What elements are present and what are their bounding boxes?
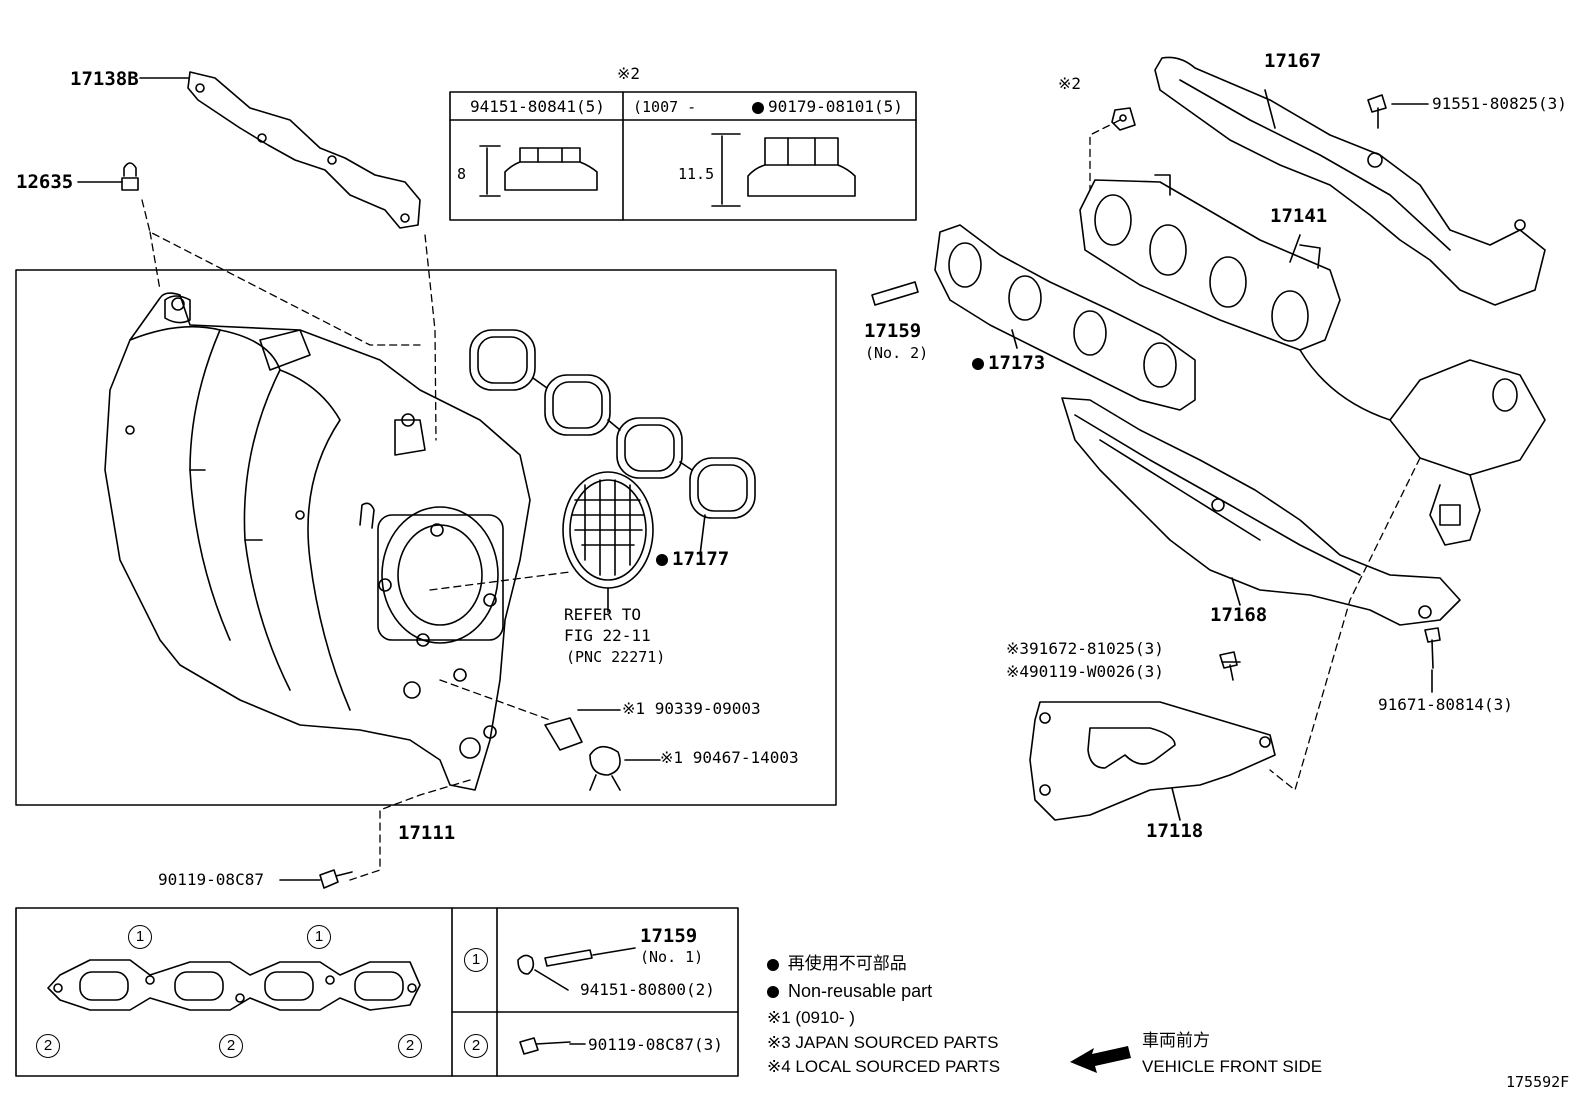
- bolt-90119-08c87: [319, 869, 353, 889]
- legend-note1: ※1 (0910- ): [767, 1008, 855, 1027]
- part-17118-label: 17118: [1146, 820, 1204, 842]
- exhaust-manifold-17141: [1079, 174, 1546, 546]
- inset-circle-1: 1: [307, 925, 331, 949]
- inset-row2-circle: 2: [464, 1034, 488, 1058]
- part-17167-label: 17167: [1264, 50, 1322, 72]
- legend-nonreuse-jp: 再使用不可部品: [767, 955, 907, 972]
- nut-mark2-label: ※2: [1058, 74, 1082, 93]
- legend-nonreuse: Non-reusable part: [767, 982, 932, 1000]
- heat-insulator-17138b: [187, 71, 421, 229]
- figure-id: 175592F: [1506, 1073, 1570, 1091]
- front-arrow: [1070, 1046, 1131, 1073]
- part-91671-label: 91671-80814(3): [1378, 695, 1513, 714]
- part-91672-label: ※391672-81025(3): [1006, 639, 1164, 658]
- inset-circle-2: 2: [219, 1034, 243, 1058]
- inset-circle-2: 2: [398, 1034, 422, 1058]
- clamp-90467: [589, 745, 621, 791]
- bolt-91551: [1367, 94, 1387, 129]
- stay-17118: [1029, 701, 1276, 821]
- part-17159-no2-sub: (No. 2): [865, 344, 929, 362]
- throttle-gasket: [562, 471, 654, 589]
- exhaust-gasket-17173: [934, 224, 1196, 411]
- front-en-label: VEHICLE FRONT SIDE: [1142, 1057, 1323, 1076]
- nonreuse-dot-icon: [972, 357, 984, 370]
- refer-line2: FIG 22-11: [564, 626, 651, 645]
- intake-manifold: [104, 292, 531, 791]
- table-dim1: 8: [457, 165, 467, 183]
- part-90119-w0026-label: ※490119-W0026(3): [1006, 662, 1164, 681]
- refer-line1: REFER TO: [564, 605, 642, 624]
- stud-12635: [121, 162, 139, 191]
- inset-row1-circle: 1: [464, 948, 488, 972]
- table-col1-part: 94151-80841(5): [470, 97, 605, 116]
- part-91551-label: 91551-80825(3): [1432, 94, 1567, 113]
- hose-90339: [544, 717, 583, 751]
- inset-box: [15, 907, 739, 1077]
- inset-circle-2: 2: [36, 1034, 60, 1058]
- inset-part-94151-label: 94151-80800(2): [580, 980, 715, 999]
- part-90119-08c87-label: 90119-08C87: [158, 870, 264, 889]
- bolt-91672: [1219, 651, 1238, 681]
- table-dim2: 11.5: [678, 165, 715, 183]
- inset-part-17159-label: 17159: [640, 925, 698, 947]
- nut-table: [449, 91, 917, 221]
- bolt-91671: [1424, 627, 1441, 669]
- refer-line3: (PNC 22271): [566, 648, 666, 666]
- nut-mark2: [1111, 107, 1136, 131]
- part-12635-label: 12635: [16, 171, 74, 193]
- table-col2-part: 90179-08101(5): [752, 99, 903, 115]
- legend-note3: ※3 JAPAN SOURCED PARTS: [767, 1033, 999, 1052]
- legend-note4: ※4 LOCAL SOURCED PARTS: [767, 1057, 1001, 1076]
- front-jp-label: 車両前方: [1142, 1031, 1210, 1050]
- nonreuse-dot-icon: [767, 958, 779, 971]
- part-17141-label: 17141: [1270, 205, 1328, 227]
- table-mark-label: ※2: [617, 64, 641, 83]
- table-col2-date: (1007 -: [633, 98, 697, 116]
- nonreuse-dot-icon: [752, 101, 764, 114]
- inset-part-90119-label: 90119-08C87(3): [588, 1035, 723, 1054]
- part-17173-label: 17173: [972, 354, 1045, 373]
- part-17168-label: 17168: [1210, 604, 1268, 626]
- nonreuse-dot-icon: [656, 553, 668, 566]
- part-17111-label: 17111: [398, 822, 456, 844]
- intake-manifold-box: [15, 269, 837, 806]
- part-90467-label: ※1 90467-14003: [660, 748, 799, 767]
- heat-insulator-17167: [1154, 56, 1546, 306]
- intake-gasket-17177: [469, 329, 756, 519]
- heat-insulator-17168: [1061, 397, 1461, 626]
- nonreuse-dot-icon: [767, 986, 779, 999]
- inset-circle-1: 1: [128, 925, 152, 949]
- part-90339-label: ※1 90339-09003: [622, 699, 761, 718]
- part-17177-label: 17177: [656, 550, 729, 569]
- stud-17159-no2: [871, 281, 919, 306]
- part-17138b-label: 17138B: [70, 68, 139, 90]
- inset-part-17159-sub: (No. 1): [640, 948, 704, 966]
- part-17159-no2-label: 17159: [864, 320, 922, 342]
